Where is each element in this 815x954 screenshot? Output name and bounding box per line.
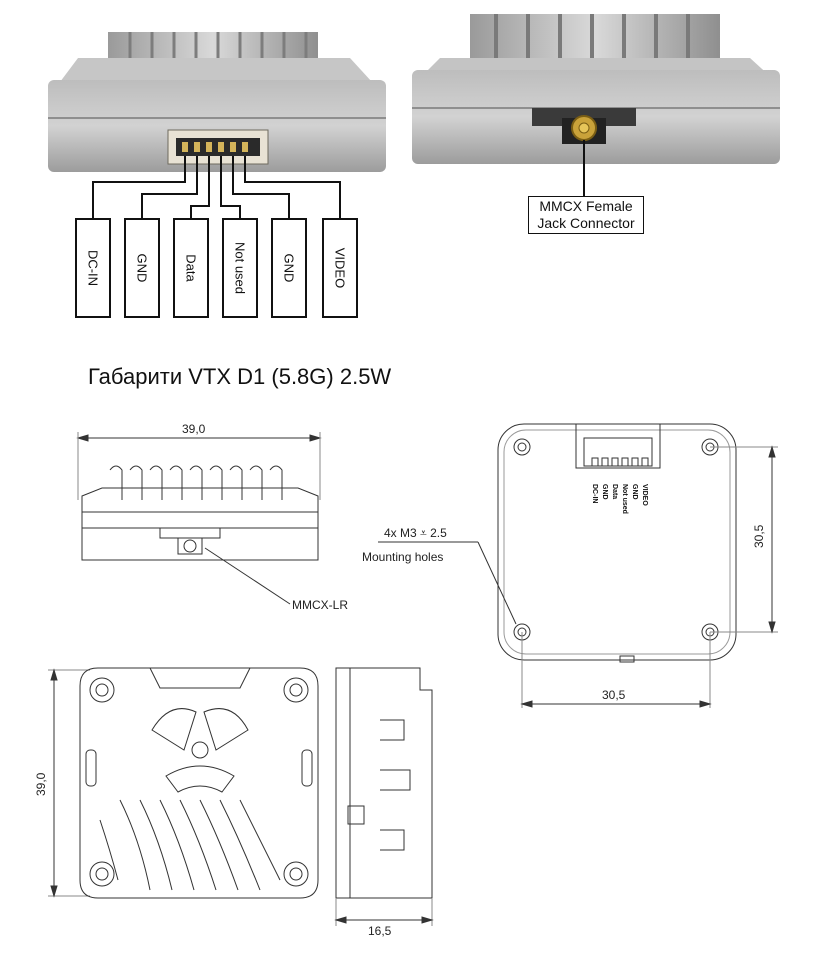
dim-side-depth: 16,5	[368, 924, 392, 938]
pin-box-data: Data	[173, 218, 209, 318]
pin-label: GND	[134, 253, 150, 283]
bottom-pin-label: Not used	[621, 484, 628, 514]
mmcx-label-box: MMCX Female Jack Connector	[528, 196, 644, 234]
photo-front-mmcx	[412, 14, 780, 196]
photo-rear-connector	[48, 32, 386, 220]
bottom-pin-label: VIDEO	[641, 484, 648, 506]
pin-box-not-used: Not used	[222, 218, 258, 318]
mounting-holes	[513, 438, 719, 641]
bottom-pin-label: GND	[601, 484, 608, 500]
pin-box-video: VIDEO	[322, 218, 358, 318]
bottom-pin-label: DC-IN	[591, 484, 598, 504]
pin-label: GND	[281, 253, 297, 283]
pin-label: Not used	[232, 241, 248, 295]
pin-label: DC-IN	[85, 249, 101, 287]
pin-box-gnd-1: GND	[124, 218, 160, 318]
pin-leader-lines	[92, 156, 341, 220]
drawing-bottom-view	[378, 423, 778, 708]
pin-label: Data	[183, 254, 199, 282]
drawing-top-view	[48, 667, 319, 899]
mmcx-label-line1: MMCX Female	[539, 198, 633, 214]
body-top	[60, 58, 372, 82]
mmcx-label-line2: Jack Connector	[537, 215, 635, 231]
dim-bottom-width: 30,5	[602, 688, 626, 702]
dim-front-width: 39,0	[182, 422, 206, 436]
dim-bottom-height: 30,5	[752, 524, 766, 548]
bottom-pin-label: GND	[631, 484, 638, 500]
pin-box-dc-in: DC-IN	[75, 218, 111, 318]
holes-callout: 4x M3 ⩡ 2.5	[384, 526, 447, 540]
mmcx-callout: MMCX-LR	[292, 598, 348, 612]
body	[48, 80, 386, 172]
dim-top-height: 39,0	[34, 772, 48, 796]
bottom-pin-label: Data	[611, 484, 618, 500]
holes-note: Mounting holes	[362, 550, 444, 564]
drawing-side-view	[334, 667, 434, 926]
pin-label: VIDEO	[332, 247, 348, 289]
drawing-front-view	[76, 432, 322, 605]
pin-box-gnd-2: GND	[271, 218, 307, 318]
section-title: Габарити VTX D1 (5.8G) 2.5W	[88, 364, 392, 389]
